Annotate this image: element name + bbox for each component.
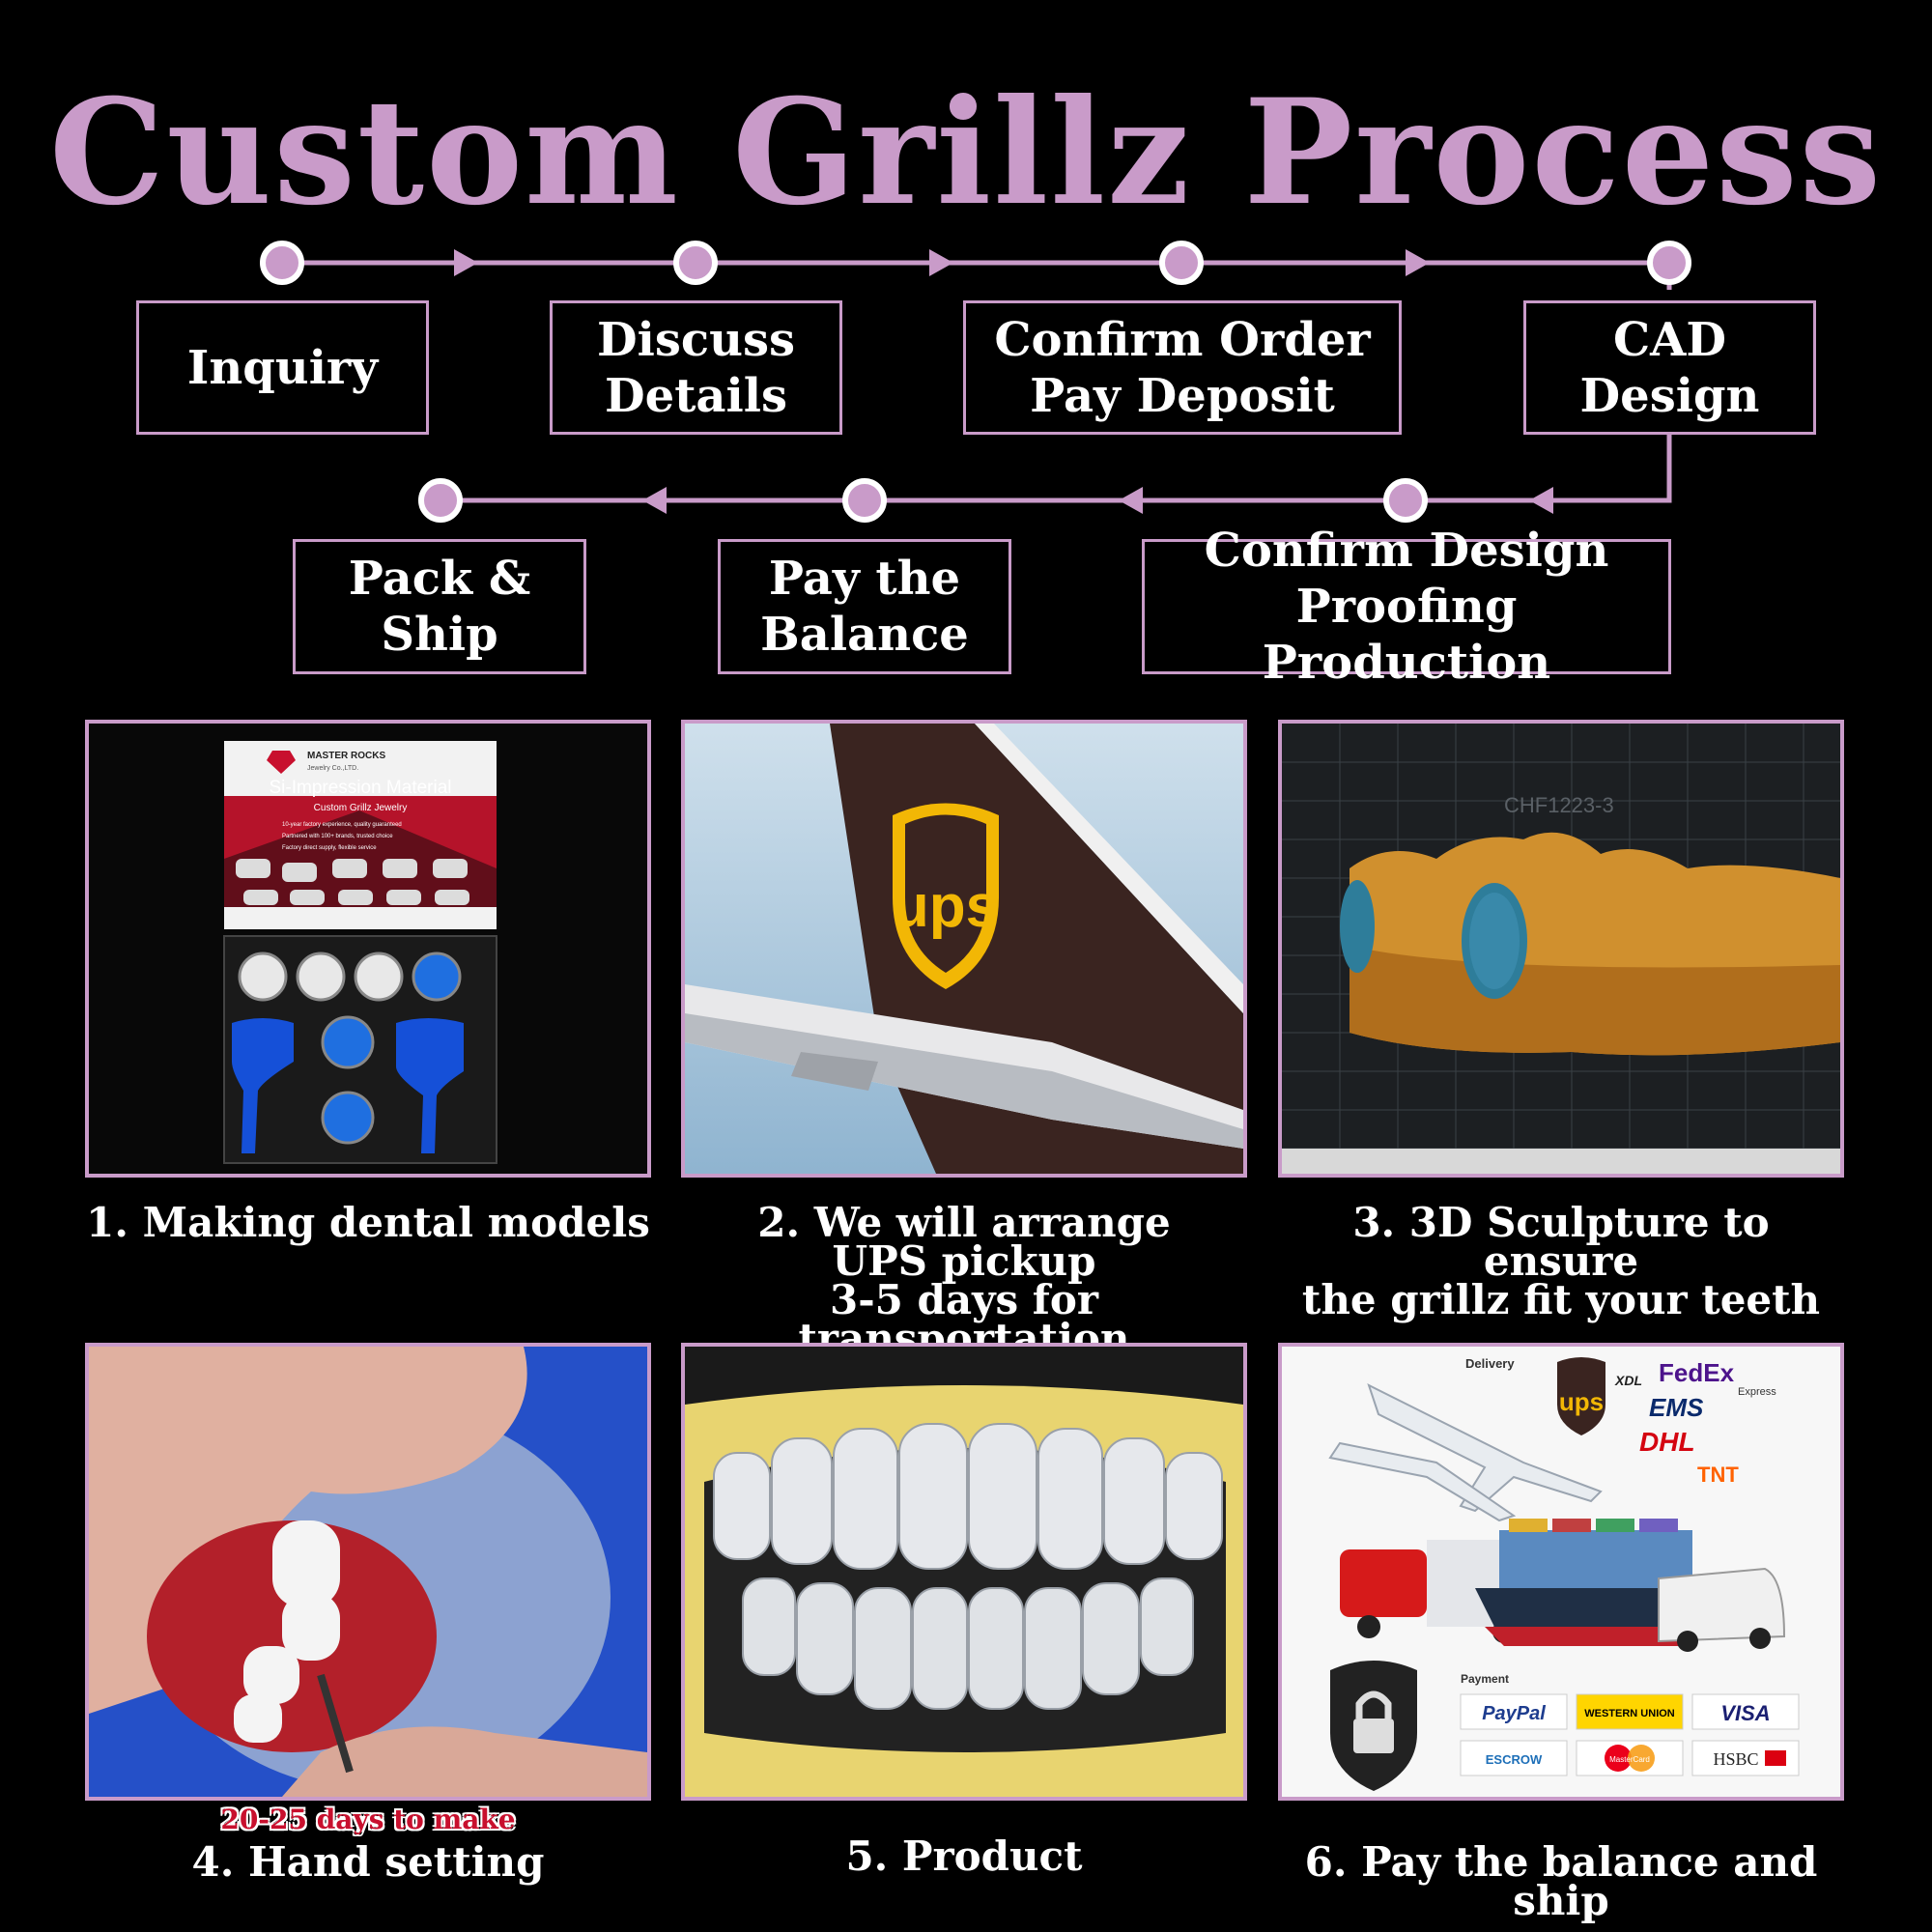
caption-step-5: 5. Product xyxy=(845,1833,1083,1880)
kit-brand: MASTER ROCKS xyxy=(307,751,385,761)
brand-logo-icon xyxy=(267,751,296,774)
flow-arrow xyxy=(642,487,667,514)
flow-arrow xyxy=(454,249,478,276)
process-flow-lines xyxy=(260,241,1691,523)
flow-arrow xyxy=(1406,249,1430,276)
kit-brand-sub: Jewelry Co.,LTD. xyxy=(307,765,358,772)
payment-escrow: ESCROW xyxy=(1486,1752,1543,1767)
flow-node xyxy=(673,241,718,285)
page-title: Custom Grillz Process xyxy=(48,68,1884,238)
note-production-time: 20-25 days to make xyxy=(220,1804,516,1835)
panel-ups-pickup-image: ups xyxy=(681,720,1247,1178)
panel-dental-models-image: MASTER ROCKS Jewelry Co.,LTD. Si-Impress… xyxy=(85,720,651,1178)
payment-mastercard: MasterCard xyxy=(1609,1755,1650,1764)
flow-arrow xyxy=(929,249,953,276)
grillz-bottom-icon xyxy=(742,1577,1194,1710)
delivery-label: Delivery xyxy=(1465,1356,1515,1371)
flow-node xyxy=(1647,241,1691,285)
flow-node xyxy=(1383,478,1428,523)
panel-cad-sculpture-image: CHF1223-3 xyxy=(1278,720,1844,1178)
caption-step-6: 6. Pay the balance and ship xyxy=(1304,1838,1818,1924)
payment-hsbc: HSBC xyxy=(1713,1749,1758,1769)
payment-visa: VISA xyxy=(1720,1701,1770,1725)
flow-node xyxy=(418,478,463,523)
ups-logo-text: ups xyxy=(893,873,999,940)
kit-bullet: 10-year factory experience, quality guar… xyxy=(282,822,402,828)
step-pack-ship: Pack & Ship xyxy=(293,539,586,674)
van-icon xyxy=(1658,1567,1786,1652)
panel-shipping-payment-image: Delivery ups XDL FedEx Express EMS DHL T… xyxy=(1278,1343,1844,1801)
panel-hand-setting-image xyxy=(85,1343,651,1801)
kit-bullet: Partnered with 100+ brands, trusted choi… xyxy=(282,834,393,839)
ups-shield-icon xyxy=(1557,1357,1605,1435)
caption-step-1: 1. Making dental models xyxy=(86,1199,650,1246)
payment-paypal: PayPal xyxy=(1482,1703,1546,1724)
caption-step-4: 4. Hand setting xyxy=(191,1838,545,1886)
kit-title: Si-Impression Material xyxy=(270,778,452,798)
carrier-ups: ups xyxy=(1559,1387,1604,1416)
impression-tray-icon xyxy=(396,1018,464,1153)
carrier-fedex-express: Express xyxy=(1738,1386,1776,1398)
kit-subtitle: Custom Grillz Jewelry xyxy=(314,803,408,813)
kit-bullet: Factory direct supply, flexible service xyxy=(282,845,377,851)
panel-product-image xyxy=(681,1343,1247,1801)
carrier-dhl: DHL xyxy=(1639,1427,1695,1457)
cargo-ship-icon xyxy=(1475,1519,1707,1646)
caption-step-2: 2. We will arrange UPS pickup 3-5 days f… xyxy=(757,1199,1171,1362)
caption-step-3: 3. 3D Sculpture to ensure the grillz fit… xyxy=(1301,1199,1821,1323)
step-inquiry: Inquiry xyxy=(136,300,429,435)
carrier-tnt: TNT xyxy=(1697,1463,1739,1487)
iced-teeth-icon xyxy=(234,1520,340,1743)
carrier-fedex: FedEx xyxy=(1659,1358,1735,1387)
step-cad-design: CAD Design xyxy=(1523,300,1816,435)
airplane-icon xyxy=(1328,1383,1603,1522)
payment-label: Payment xyxy=(1461,1672,1509,1686)
flow-arrow xyxy=(1119,487,1143,514)
flow-node xyxy=(260,241,304,285)
lock-shield-icon xyxy=(1330,1661,1417,1791)
impression-tray-icon xyxy=(232,1018,294,1153)
grillz-top-icon xyxy=(713,1423,1223,1570)
payment-western-union: WESTERN UNION xyxy=(1584,1708,1675,1719)
cad-model-label: CHF1223-3 xyxy=(1504,793,1614,817)
carrier-ems: EMS xyxy=(1649,1393,1704,1422)
grillz-thumbnails xyxy=(236,859,469,905)
flow-arrow xyxy=(1529,487,1553,514)
flow-node xyxy=(1159,241,1204,285)
carrier-xdl: XDL xyxy=(1614,1373,1642,1388)
flow-node xyxy=(842,478,887,523)
